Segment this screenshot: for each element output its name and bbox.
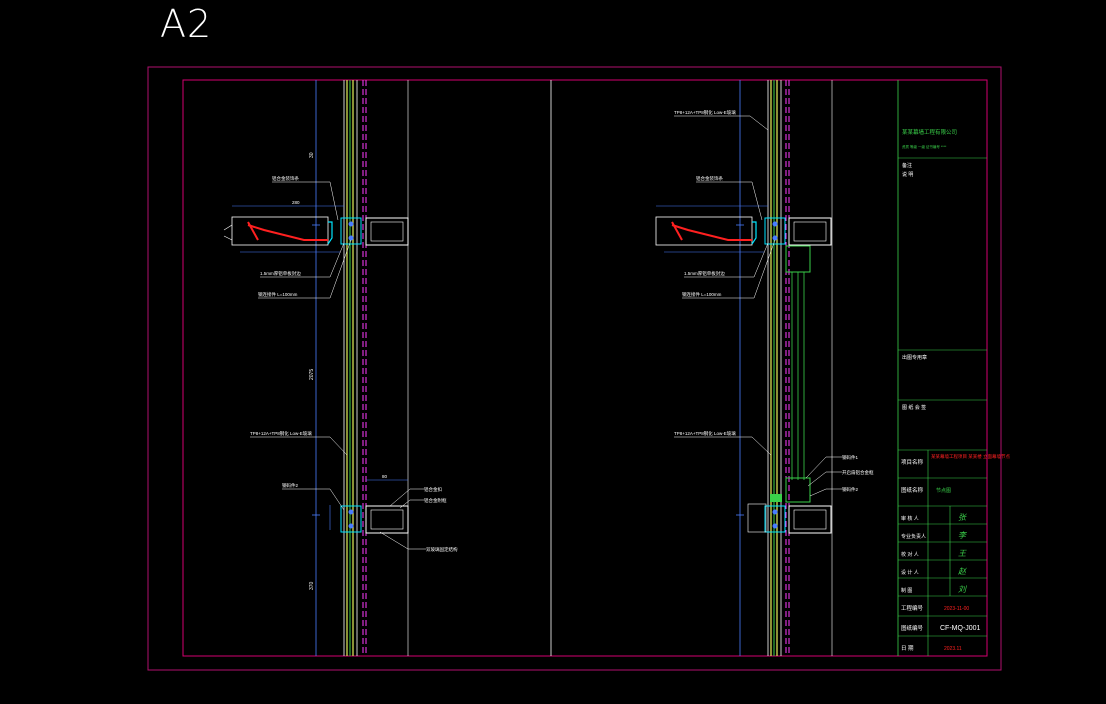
dim-top-text: 30 [309,152,315,158]
right-label-4: TP8+12A+TP8钢化 Low-E玻璃 [674,430,736,437]
project-no-value: 2023-11-00 [944,606,969,612]
drawing-no-label: 图纸编号 [901,624,924,632]
row-0-label: 审 核 人 [901,515,919,522]
date-label: 日 期 [901,645,914,652]
right-label-3: 钢连接件 L=100mm [682,291,722,298]
right-label-7: 钢码件2 [842,486,858,493]
row-4-sig: 刘 [958,585,967,594]
right-label-2: 1.5mm厚铝单板封边 [684,270,725,277]
dim-bot-text: 370 [309,581,315,590]
title-block: 某某幕墙工程有限公司 资质 等级 一级 证书编号 **** 备注 说 明 出图专… [898,128,1010,656]
drawing-frame [182,79,988,657]
dim-width-text: 280 [292,200,300,205]
dim-right-text: 80 [382,474,388,479]
row-2-sig: 王 [958,549,967,558]
left-label-3: TP8+12A+TP8钢化 Low-E玻璃 [250,430,312,437]
date-value: 2023.11 [944,646,962,652]
project-no-label: 工程编号 [901,604,924,612]
drawing-no-value: CF-MQ-J001 [940,625,981,632]
dim-mid-text: 2075 [309,369,315,380]
left-label-1: 1.5mm厚铝单板封边 [260,270,301,277]
section-2: 图 纸 会 签 [902,404,926,411]
left-label-2: 钢连接件 L=100mm [258,291,298,298]
row-1-label: 专业负责人 [901,533,926,540]
left-label-5: 铝合金扣 [424,486,442,493]
left-label-7: 双玻璃固定结构 [426,546,458,553]
right-label-1: 铝合金装饰条 [696,175,723,182]
row-3-sig: 赵 [958,567,967,576]
left-label-6: 铝合金附框 [424,497,447,504]
notes-1: 备注 [902,162,912,169]
row-1-sig: 李 [958,531,968,540]
outer-border [147,66,1002,671]
left-label-4: 钢码件2 [282,482,298,489]
row-0-sig: 张 [958,513,967,522]
right-label-5: 钢码件1 [842,454,858,461]
left-label-0: 铝合金装饰条 [272,175,299,182]
row-3-label: 设 计 人 [901,569,919,576]
right-label-6: 开启扇铝合金框 [842,469,874,476]
notes-2: 说 明 [902,171,913,178]
row-2-label: 校 对 人 [901,551,919,558]
drawing-name-label: 图纸名称 [901,486,924,494]
company-name: 某某幕墙工程有限公司 [902,128,957,136]
project-name-value: 某某幕墙工程项目 某某楼 立面幕墙节点 [931,453,1010,460]
left-section-detail: 30 2075 370 280 80 [223,80,458,656]
drawing-name-value: 节点图 [936,488,951,494]
company-sub: 资质 等级 一级 证书编号 **** [902,144,947,149]
right-label-0: TP8+12A+TP8钢化 Low-E玻璃 [674,109,736,116]
section-1: 出图专用章 [902,354,927,361]
right-section-detail: TP8+12A+TP8钢化 Low-E玻璃 铝合金装饰条 1.5mm厚铝单板封边… [655,80,874,656]
project-name-label: 项目名称 [901,458,924,466]
row-4-label: 制 图 [901,587,912,594]
sheet-size-label: A2 [160,2,213,46]
